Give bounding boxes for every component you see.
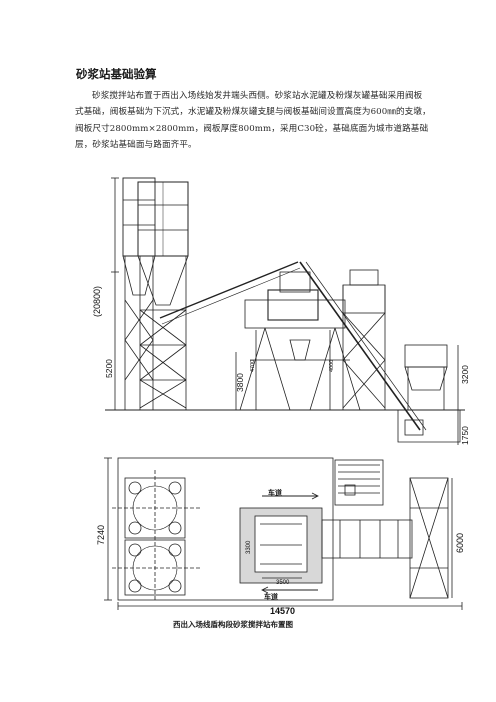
dim-plan-bin: 3500 bbox=[276, 580, 290, 586]
paragraph-text: 砂浆搅拌站布置于西出入场线始发井端头西侧。砂浆站水泥罐及粉煤灰罐基础采用阀板式基… bbox=[75, 91, 431, 151]
dim-mixer-leg: 3800 bbox=[235, 373, 245, 392]
dim-tank-leg: 5200 bbox=[104, 359, 114, 378]
road-label-top: 车道 bbox=[268, 488, 282, 497]
dim-total-height: (20800) bbox=[92, 286, 102, 317]
dim-plan-right: 6000 bbox=[455, 533, 465, 553]
dim-plan-width: 7240 bbox=[96, 525, 106, 545]
elevation-view bbox=[105, 177, 465, 445]
road-label-bottom: 车道 bbox=[264, 592, 278, 601]
dim-center: 4000 bbox=[329, 360, 335, 372]
dim-plan-inner: 3300 bbox=[246, 540, 252, 554]
section-heading: 砂浆站基础验算 bbox=[76, 67, 157, 81]
body-paragraph: 砂浆搅拌站布置于西出入场线始发井端头西侧。砂浆站水泥罐及粉煤灰罐基础采用阀板式基… bbox=[75, 88, 431, 154]
figure-caption: 西出入场线盾构段砂浆搅拌站布置图 bbox=[173, 620, 293, 629]
plan-view bbox=[104, 457, 463, 610]
dim-hopper: 3200 bbox=[460, 365, 470, 384]
dim-mixer-small: 4700 bbox=[250, 360, 256, 372]
dim-plan-length: 14570 bbox=[270, 606, 295, 616]
dim-pit: 1750 bbox=[460, 426, 470, 445]
